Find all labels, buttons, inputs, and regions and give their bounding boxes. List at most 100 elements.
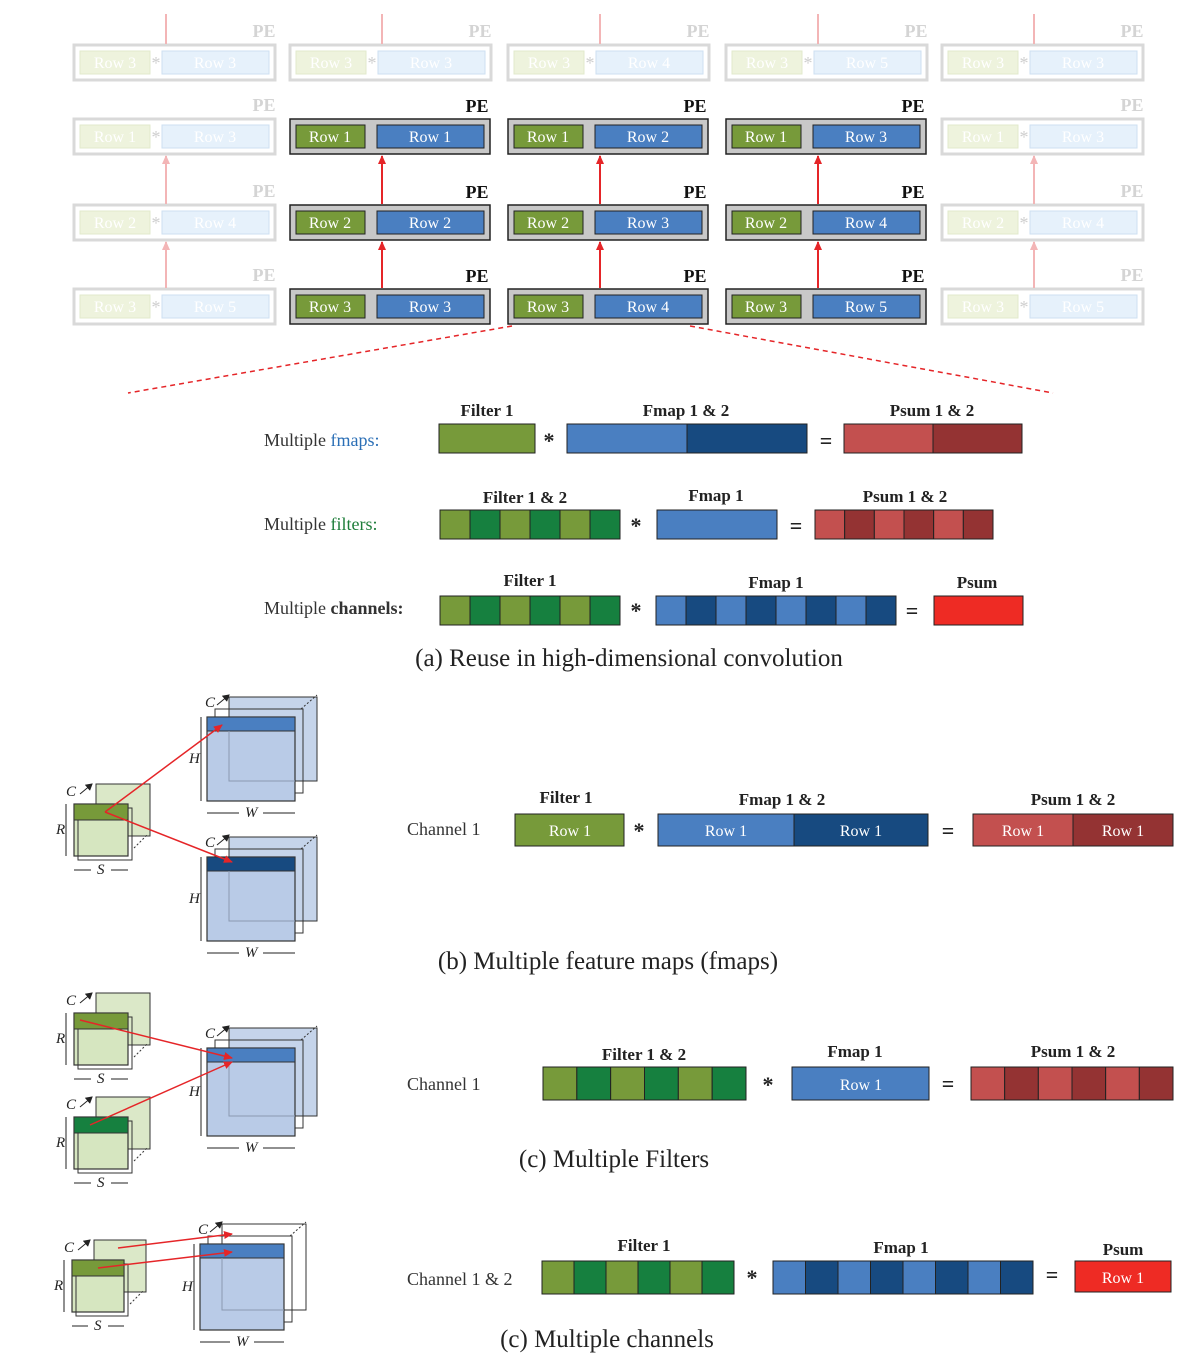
depth-dots	[133, 1146, 149, 1162]
pe-title: PE	[683, 96, 706, 116]
depth-dots	[289, 1221, 307, 1237]
filter-segment	[499, 595, 531, 626]
pe-fmap-cell	[812, 210, 921, 235]
c1-psum-header: Psum 1 & 2	[1031, 1042, 1116, 1061]
b-filter-bar	[514, 813, 625, 847]
eq-operator: =	[790, 513, 803, 538]
filter-segment	[677, 1066, 713, 1101]
a-channels-filter-bar	[439, 595, 621, 626]
b-arrow-1	[104, 724, 223, 813]
pe-title: PE	[683, 266, 706, 286]
pe-fmap-label: Row 3	[1062, 55, 1104, 72]
pe-title: PE	[901, 96, 924, 116]
pe-fmap-label: Row 5	[846, 55, 888, 72]
fmap-inner-edge	[228, 871, 295, 922]
b-fmap-header: Fmap 1 & 2	[739, 790, 825, 809]
c1-arrow-1	[79, 1019, 233, 1060]
psum-segment	[1004, 1066, 1039, 1101]
pe-filter-label: Row 1	[309, 129, 351, 146]
b-fmap2-label: Row 1	[840, 823, 882, 840]
zoom-line-left	[127, 325, 513, 394]
a-filters-psum-bar	[814, 509, 994, 540]
conv-operator: *	[747, 1265, 758, 1290]
c-arrow	[77, 1239, 91, 1251]
c-arrow	[216, 834, 230, 846]
filter-segment	[605, 1260, 639, 1295]
c1-filter-header: Filter 1 & 2	[602, 1045, 686, 1064]
pe-filter-label: Row 1	[962, 129, 1004, 146]
pe-filter-label: Row 3	[310, 55, 352, 72]
pe-filter-label: Row 3	[528, 55, 570, 72]
filter-row	[73, 1116, 129, 1134]
pe-op: *	[152, 297, 161, 317]
pe-filter-cell	[731, 294, 802, 319]
a-filters-filter-bar	[439, 509, 621, 540]
filter-segment	[469, 509, 501, 540]
b-psum2-bar	[1072, 813, 1174, 847]
a-channels-psum-bar	[933, 595, 1024, 626]
fmap-plane	[206, 1047, 296, 1137]
pe-fmap-label: Row 4	[194, 215, 236, 232]
c2-fmap-bar	[772, 1260, 1034, 1295]
dim-r-label: R	[55, 1135, 65, 1151]
pe-fmap-cell	[812, 294, 921, 319]
pe-cell: Row 1*Row 3PE	[72, 95, 277, 156]
b-fmap1-bar	[657, 813, 795, 847]
pe-fmap-cell	[812, 124, 921, 149]
b-channel-label: Channel 1	[407, 819, 481, 839]
filter-segment	[589, 509, 621, 540]
dim-w-label: W	[236, 1334, 250, 1350]
c-arrow	[79, 1096, 93, 1108]
pe-filter-cell	[731, 50, 803, 75]
pe-op: *	[152, 127, 161, 147]
pe-title: PE	[901, 182, 924, 202]
pe-title: PE	[686, 21, 709, 41]
pe-filter-label: Row 2	[745, 215, 787, 232]
a-fmaps-fmap-header: Fmap 1 & 2	[643, 401, 729, 420]
fmap-segment	[870, 1260, 904, 1295]
a-fmaps-filter-header: Filter 1	[460, 401, 513, 420]
c2-psum-label: Row 1	[1102, 1270, 1144, 1287]
pe-filter-cell	[513, 124, 584, 149]
pe-filter-cell	[295, 124, 366, 149]
filter-segment	[644, 1066, 679, 1101]
eq-operator: =	[942, 818, 955, 843]
pe-fmap-label: Row 3	[627, 215, 669, 232]
pe-cell-top: Row 3*Row 3PE	[288, 14, 493, 82]
fmap-segment	[967, 1260, 1001, 1295]
conv-operator: *	[631, 598, 642, 623]
filter-segment	[439, 509, 471, 540]
pe-op: *	[368, 53, 377, 73]
filter-segment	[439, 595, 471, 626]
c-arrow	[79, 992, 93, 1004]
pe-fmap-cell	[1029, 294, 1138, 319]
pe-fmap-cell	[595, 50, 704, 75]
c2-filter-bar	[541, 1260, 735, 1295]
filter-segment	[469, 595, 501, 626]
pe-op: *	[1020, 53, 1029, 73]
pe-filter-cell	[947, 50, 1019, 75]
pe-filter-label: Row 3	[962, 299, 1004, 316]
filter-segment	[610, 1066, 646, 1101]
pe-fmap-label: Row 3	[194, 55, 236, 72]
c1-arrow-2	[89, 1061, 233, 1126]
pe-filter-cell	[79, 124, 151, 149]
depth-dots	[133, 833, 149, 849]
c1-fmap-label: Row 1	[840, 1077, 882, 1094]
a-filters-fmap-header: Fmap 1	[688, 486, 743, 505]
pe-title: PE	[252, 265, 275, 285]
fmap-segment	[775, 595, 807, 626]
a-fmaps-psum1-bar	[843, 423, 934, 454]
psum-segment	[933, 509, 964, 540]
pe-title: PE	[1120, 265, 1143, 285]
pe-fmap-cell	[161, 50, 270, 75]
caption-a: (a) Reuse in high-dimensional convolutio…	[415, 645, 843, 672]
psum-segment	[1037, 1066, 1073, 1101]
filter-segment	[576, 1066, 612, 1101]
pe-fmap-label: Row 4	[627, 299, 669, 316]
